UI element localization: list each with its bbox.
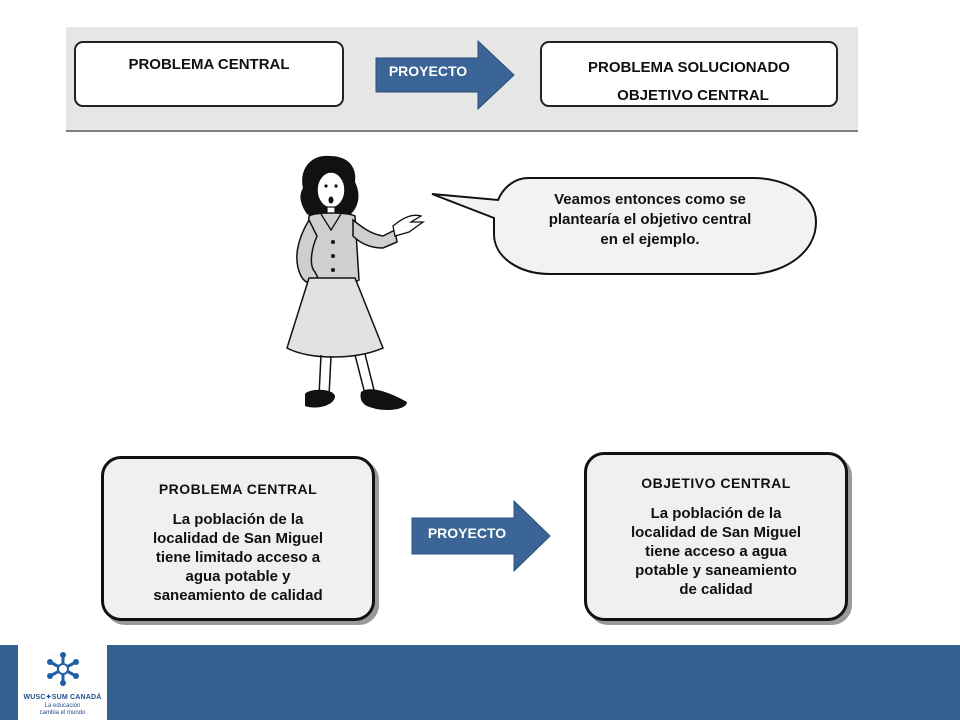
problem-line: tiene limitado acceso a bbox=[155, 549, 321, 566]
objective-line: tiene acceso a agua bbox=[645, 543, 787, 560]
top-problem-label: PROBLEMA CENTRAL bbox=[128, 56, 290, 73]
footer-bar bbox=[0, 645, 960, 720]
objetivo-central-title: OBJETIVO CENTRAL bbox=[641, 475, 791, 491]
objetivo-central-box: OBJETIVO CENTRAL La población de la loca… bbox=[584, 452, 848, 621]
problem-central-box: PROBLEMA CENTRAL La población de la loca… bbox=[101, 456, 375, 621]
top-solved-line1: PROBLEMA SOLUCIONADO bbox=[588, 59, 790, 76]
speech-line-1: Veamos entonces como se bbox=[554, 191, 746, 208]
logo-tagline: La educación cambia el mundo bbox=[18, 703, 107, 717]
objective-line: de calidad bbox=[679, 581, 753, 598]
top-proyecto-label: PROYECTO bbox=[388, 63, 468, 79]
problem-central-title: PROBLEMA CENTRAL bbox=[158, 481, 318, 497]
logo-name: WUSC✦SUM CANADÁ bbox=[23, 694, 102, 701]
problem-line: agua potable y bbox=[185, 568, 291, 585]
bottom-proyecto-label: PROYECTO bbox=[427, 525, 507, 541]
speech-bubble-icon bbox=[431, 177, 818, 275]
problem-line: La población de la bbox=[172, 511, 304, 528]
objective-line: potable y saneamiento bbox=[635, 562, 797, 579]
logo-tag-line2: cambia el mundo bbox=[39, 710, 86, 716]
problem-central-text: La población de la localidad de San Migu… bbox=[104, 510, 372, 605]
problem-line: localidad de San Miguel bbox=[152, 530, 324, 547]
top-solved-line2: OBJETIVO CENTRAL bbox=[617, 87, 769, 104]
top-solved-box: PROBLEMA SOLUCIONADO OBJETIVO CENTRAL bbox=[540, 41, 838, 107]
speech-line-3: en el ejemplo. bbox=[600, 231, 700, 248]
wusc-logo: WUSC✦SUM CANADÁ La educación cambia el m… bbox=[18, 645, 107, 720]
speech-line-2: plantearía el objetivo central bbox=[548, 211, 752, 228]
bottom-proyecto-arrow bbox=[411, 500, 551, 572]
snowflake-icon bbox=[46, 652, 79, 686]
problem-line: saneamiento de calidad bbox=[153, 587, 323, 604]
woman-illustration-icon bbox=[286, 155, 426, 410]
speech-text: Veamos entonces como se plantearía el ob… bbox=[500, 190, 800, 250]
top-proyecto-arrow bbox=[375, 40, 515, 110]
top-problem-box: PROBLEMA CENTRAL bbox=[74, 41, 344, 107]
objective-line: La población de la bbox=[650, 505, 782, 522]
objetivo-central-text: La población de la localidad de San Migu… bbox=[587, 504, 845, 599]
logo-tag-line1: La educación bbox=[44, 703, 81, 709]
objective-line: localidad de San Miguel bbox=[630, 524, 802, 541]
